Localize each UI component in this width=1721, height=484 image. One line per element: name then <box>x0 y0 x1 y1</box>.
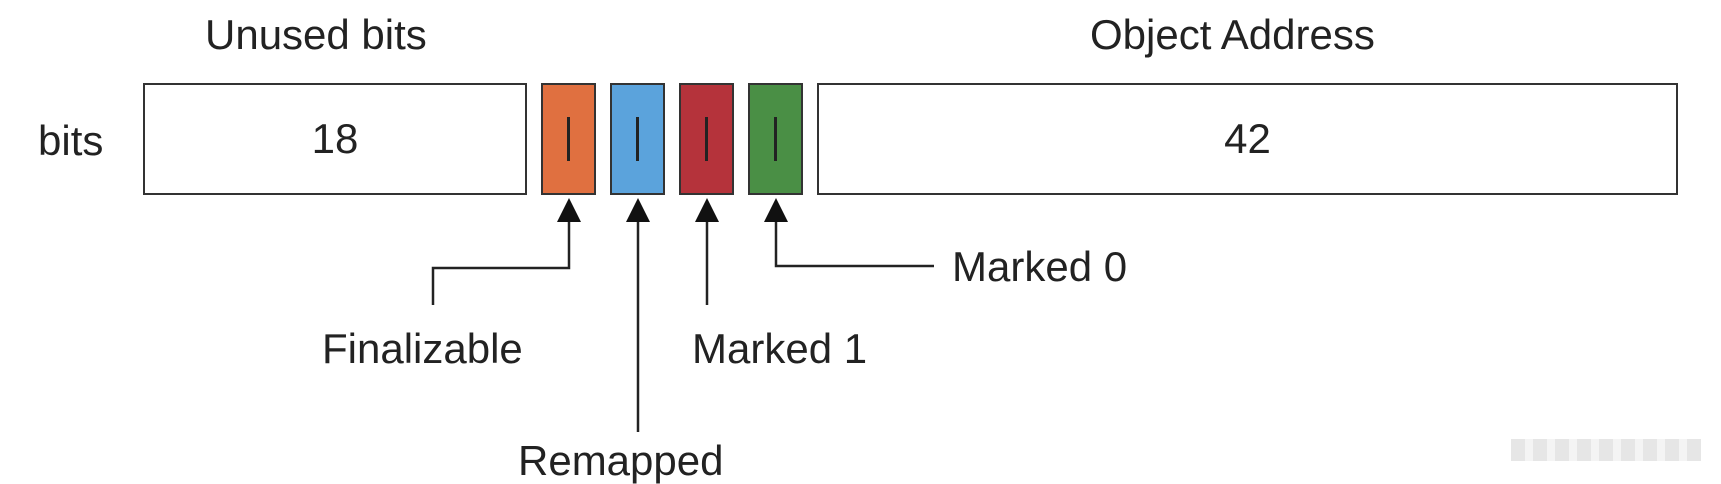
bits-row-label: bits <box>38 117 104 164</box>
marked1-arrow-icon <box>695 198 719 222</box>
bit-marker-icon <box>567 117 570 161</box>
remapped-arrow-icon <box>626 198 650 222</box>
unused-bits-title: Unused bits <box>205 11 427 58</box>
marked0-bit <box>748 83 803 195</box>
unused-bits-count: 18 <box>311 115 359 162</box>
pointer-arrows <box>431 198 934 432</box>
finalizable-bit <box>541 83 596 195</box>
marked1-bit <box>679 83 734 195</box>
remapped-bit <box>610 83 665 195</box>
object-address-title: Object Address <box>1090 11 1375 58</box>
finalizable-pointer-line <box>431 220 571 305</box>
marked0-pointer-line <box>774 220 934 268</box>
bit-marker-icon <box>636 117 639 161</box>
finalizable-arrow-icon <box>557 198 581 222</box>
watermark <box>1511 439 1701 461</box>
object-address-count: 42 <box>1224 115 1271 162</box>
bit-marker-icon <box>774 117 777 161</box>
bit-marker-icon <box>705 117 708 161</box>
marked0-arrow-icon <box>764 198 788 222</box>
finalizable-label: Finalizable <box>322 325 523 372</box>
marked1-label: Marked 1 <box>692 325 868 372</box>
remapped-label: Remapped <box>518 437 724 484</box>
object-address-box: 42 <box>817 83 1678 195</box>
marked0-label: Marked 0 <box>952 243 1128 290</box>
unused-bits-box: 18 <box>143 83 527 195</box>
